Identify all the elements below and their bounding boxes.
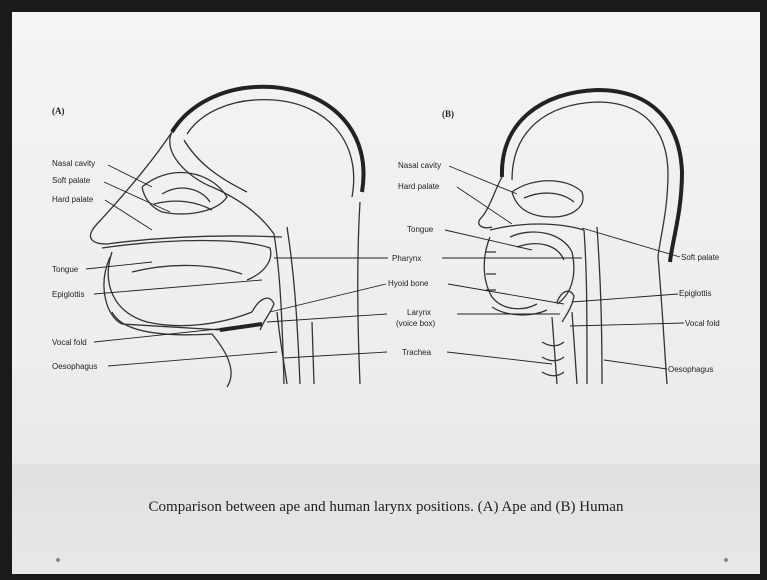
label-voice-box: (voice box) xyxy=(396,319,435,328)
label-b-soft-palate: Soft palate xyxy=(681,253,720,262)
label-b-tongue: Tongue xyxy=(407,225,434,234)
larynx-comparison-diagram: (A) (B) Nasal cavity Soft palate Hard pa… xyxy=(12,12,760,472)
figure-caption: Comparison between ape and human larynx … xyxy=(12,499,760,516)
panel-label-b: (B) xyxy=(442,109,454,119)
panel-label-a: (A) xyxy=(52,106,65,116)
label-a-oesophagus: Oesophagus xyxy=(52,362,97,371)
label-hyoid-bone: Hyoid bone xyxy=(388,279,429,288)
human-head-drawing xyxy=(479,90,682,384)
label-b-nasal-cavity: Nasal cavity xyxy=(398,161,441,170)
label-a-epiglottis: Epiglottis xyxy=(52,290,84,299)
label-b-hard-palate: Hard palate xyxy=(398,182,440,191)
label-a-tongue: Tongue xyxy=(52,265,79,274)
label-pharynx: Pharynx xyxy=(392,254,421,263)
ape-head-drawing xyxy=(90,87,363,387)
caption-band xyxy=(12,464,760,574)
label-a-hard-palate: Hard palate xyxy=(52,195,94,204)
label-trachea: Trachea xyxy=(402,348,432,357)
label-a-soft-palate: Soft palate xyxy=(52,176,91,185)
label-b-epiglottis: Epiglottis xyxy=(679,289,711,298)
slide-dot-right xyxy=(724,558,728,562)
label-a-nasal-cavity: Nasal cavity xyxy=(52,159,95,168)
slide: (A) (B) Nasal cavity Soft palate Hard pa… xyxy=(12,12,760,574)
leader-lines xyxy=(86,165,684,369)
label-b-oesophagus: Oesophagus xyxy=(668,365,713,374)
label-larynx: Larynx xyxy=(407,308,431,317)
label-a-vocal-fold: Vocal fold xyxy=(52,338,87,347)
slide-dot-left xyxy=(56,558,60,562)
label-b-vocal-fold: Vocal fold xyxy=(685,319,720,328)
